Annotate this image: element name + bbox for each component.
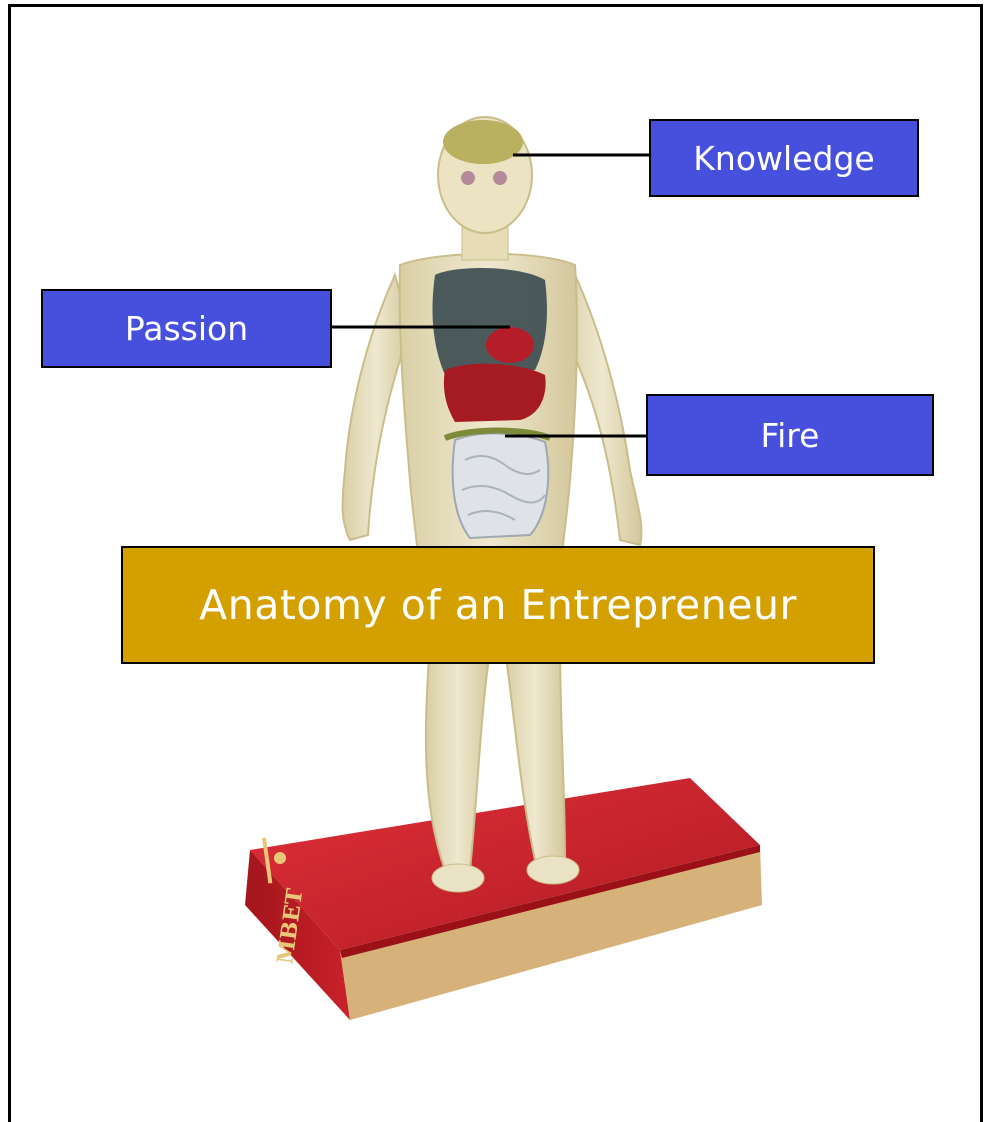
slide-border	[8, 4, 983, 1122]
book-top	[250, 778, 760, 950]
callout-knowledge: Knowledge	[649, 119, 919, 197]
diagram-title: Anatomy of an Entrepreneur	[199, 581, 797, 629]
callout-fire-label: Fire	[760, 415, 820, 455]
callout-passion-label: Passion	[124, 309, 249, 348]
title-banner: Anatomy of an Entrepreneur	[121, 546, 875, 664]
book-crest-icon	[262, 837, 286, 884]
book-spine	[245, 850, 350, 1020]
book-pages	[340, 845, 762, 1020]
callout-passion: Passion	[41, 289, 332, 368]
callout-knowledge-label: Knowledge	[693, 138, 875, 178]
red-book: MBET	[245, 778, 762, 1020]
liver	[443, 363, 546, 422]
callout-fire: Fire	[646, 394, 934, 476]
heart	[486, 327, 534, 363]
book-cover-edge	[340, 845, 760, 958]
